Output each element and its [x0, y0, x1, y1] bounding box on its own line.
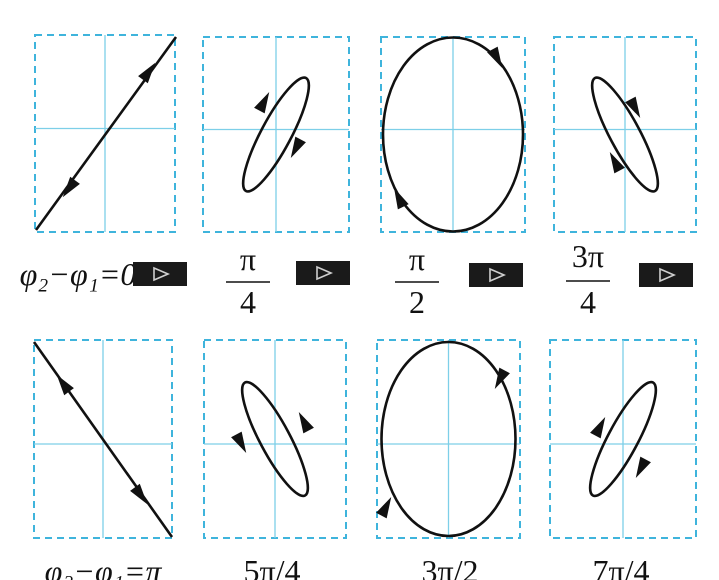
play-button-2[interactable] — [296, 261, 350, 285]
arrowhead-icon — [138, 62, 156, 84]
oscillation-ellipse — [380, 340, 517, 538]
phase-label-numerator: 3π — [572, 238, 604, 274]
panel-6: 5π/4 — [203, 339, 347, 580]
arrowhead-icon — [494, 367, 510, 389]
direction-arrow — [487, 46, 503, 68]
phase-label: 7π/4 — [592, 553, 649, 580]
play-button-1[interactable] — [133, 262, 187, 286]
oscillation-line — [32, 341, 174, 538]
direction-arrow — [635, 456, 651, 478]
arrowhead-icon — [231, 431, 247, 453]
arrowhead-icon — [625, 96, 641, 118]
phase-label-denominator: 4 — [580, 284, 596, 320]
direction-arrow — [130, 483, 148, 505]
phase-label-denominator: 2 — [409, 284, 425, 320]
play-button-background[interactable] — [639, 263, 693, 287]
oscillation-ellipse — [590, 76, 660, 193]
direction-arrow — [376, 497, 392, 519]
oscillation-line — [34, 36, 178, 231]
phase-label: φ₂−φ₁=π — [45, 553, 163, 580]
direction-arrow — [590, 417, 606, 439]
phase-label: 3π/2 — [421, 553, 478, 580]
play-button-background[interactable] — [133, 262, 187, 286]
direction-arrow — [138, 62, 156, 84]
direction-arrow — [56, 374, 74, 396]
arrowhead-icon — [487, 46, 503, 68]
direction-arrow — [290, 136, 306, 158]
arrowhead-icon — [298, 412, 314, 434]
direction-arrow — [394, 187, 409, 210]
phase-label: 5π/4 — [243, 553, 300, 580]
play-icon — [659, 267, 677, 283]
arrowhead-icon — [62, 176, 80, 198]
arrowhead-icon — [609, 152, 625, 174]
arrowhead-icon — [590, 417, 606, 439]
arrowhead-icon — [290, 136, 306, 158]
phase-label-denominator: 4 — [240, 284, 256, 320]
play-icon — [153, 266, 171, 282]
direction-arrow — [298, 412, 314, 434]
direction-arrow — [625, 96, 641, 118]
arrowhead-icon — [394, 187, 409, 210]
direction-arrow — [62, 176, 80, 198]
panel-4: 3π4 — [553, 36, 697, 320]
panel-2: π4 — [202, 36, 350, 320]
panel-3: π2 — [380, 36, 526, 320]
oscillation-ellipse — [240, 380, 310, 498]
play-button-background[interactable] — [469, 263, 523, 287]
direction-arrow — [231, 431, 247, 453]
panel-7: 3π/2 — [376, 339, 521, 580]
arrowhead-icon — [56, 374, 74, 396]
arrowhead-icon — [635, 456, 651, 478]
panel-1: φ₂−φ₁=0 — [20, 34, 187, 292]
panel-5: φ₂−φ₁=π — [32, 339, 174, 580]
play-button-3[interactable] — [469, 263, 523, 287]
oscillation-ellipse — [241, 76, 311, 193]
arrowhead-icon — [254, 92, 270, 114]
direction-arrow — [609, 152, 625, 174]
play-button-4[interactable] — [639, 263, 693, 287]
phase-label-numerator: π — [240, 241, 256, 277]
arrowhead-icon — [130, 483, 148, 505]
arrowhead-icon — [376, 497, 392, 519]
panel-8: 7π/4 — [549, 339, 697, 580]
play-icon — [316, 265, 334, 281]
direction-arrow — [494, 367, 510, 389]
oscillation-ellipse — [588, 380, 658, 498]
phase-label: φ₂−φ₁=0 — [20, 256, 137, 292]
oscillation-ellipse — [381, 36, 525, 233]
direction-arrow — [254, 92, 270, 114]
play-button-background[interactable] — [296, 261, 350, 285]
phase-label-numerator: π — [409, 241, 425, 277]
play-icon — [489, 267, 507, 283]
